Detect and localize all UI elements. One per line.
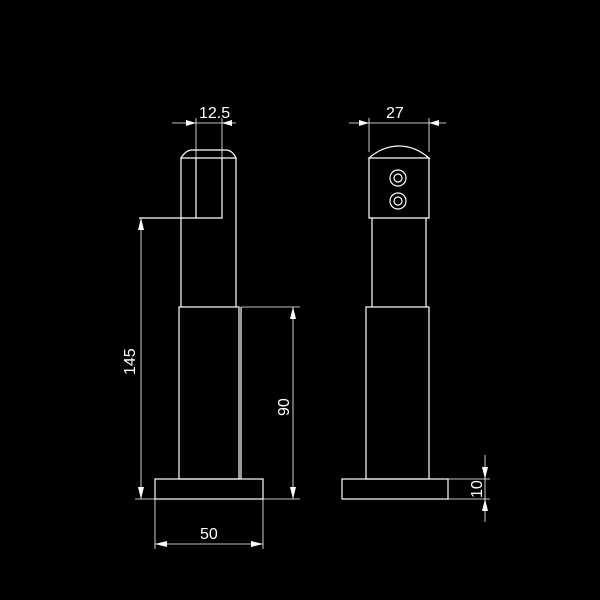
arrowhead — [429, 120, 439, 126]
dimension-base-width: 50 — [154, 499, 264, 549]
dimension-label-side-width: 27 — [386, 105, 404, 122]
front-lower-sleeve — [178, 306, 240, 480]
side-post-cap — [367, 145, 431, 159]
upper-screw-hole — [389, 169, 407, 187]
lower-screw-hole — [389, 192, 407, 210]
side-view — [341, 145, 449, 500]
front-view — [139, 149, 264, 500]
side-lower-sleeve — [365, 306, 430, 480]
dimension-overall-height: 145 — [122, 218, 155, 500]
arrowhead — [290, 487, 296, 499]
front-upper-post — [180, 158, 237, 307]
arrowhead — [482, 467, 488, 479]
dimension-side-width: 27 — [349, 105, 446, 152]
side-base-plate — [341, 478, 449, 500]
dimension-label-post-width: 12.5 — [199, 105, 230, 122]
arrowhead — [155, 541, 167, 547]
front-post-cap — [179, 149, 237, 159]
lower-screw-hole-inner — [393, 196, 403, 206]
dimension-base-height: 10 — [448, 455, 490, 522]
arrowhead — [138, 218, 144, 230]
arrowhead — [290, 307, 296, 319]
dimension-label-overall-height: 145 — [122, 348, 139, 375]
arrowhead — [251, 541, 263, 547]
side-upper-post — [368, 158, 430, 307]
arrowhead — [222, 120, 232, 126]
dimension-label-base-height: 10 — [469, 480, 486, 498]
arrowhead — [138, 487, 144, 499]
upper-screw-hole-inner — [393, 173, 403, 183]
dimension-label-lower-height: 90 — [276, 398, 293, 416]
front-base-plate — [154, 478, 264, 500]
dimension-post-width: 12.5 — [172, 105, 236, 158]
dimension-label-base-width: 50 — [200, 526, 218, 543]
arrowhead — [482, 499, 488, 511]
arrowhead — [186, 120, 196, 126]
front-notch — [139, 158, 223, 219]
arrowhead — [359, 120, 369, 126]
dimension-lower-height: 90 — [241, 306, 300, 500]
